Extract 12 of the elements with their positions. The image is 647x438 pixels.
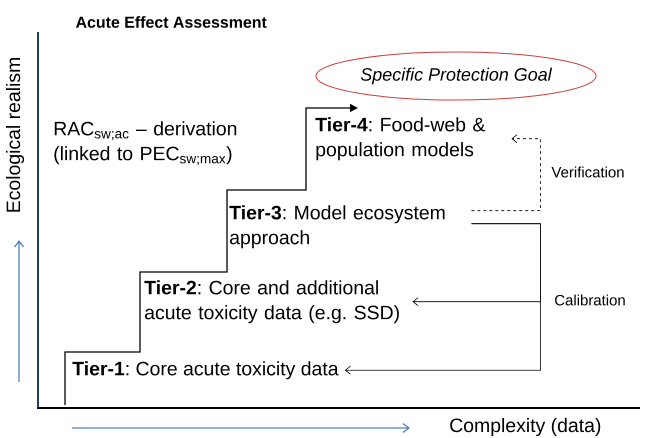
title: Acute Effect Assessment [76, 16, 267, 28]
arrow [471, 134, 541, 212]
axis-label: Complexity (data) [450, 418, 600, 436]
tier-text: Tier-1: Core acute toxicity data [72, 361, 339, 380]
rac-text: RAC$_{sw;ac}$ – derivation (linked to PEC$_{sw;max}$) [54, 121, 236, 165]
edge-label: Calibration [553, 294, 627, 306]
edge-label: Verification [550, 166, 626, 178]
tier-text: Tier-3: Model ecosystem approach [229, 205, 445, 248]
tier-text: Tier-4: Food-web & population models [315, 117, 486, 160]
arrow [344, 223, 541, 375]
axis-label: Ecological realism [6, 58, 24, 212]
tier-text: Tier-2: Core and additional acute toxicity data (e.g. SSD) [144, 280, 399, 324]
